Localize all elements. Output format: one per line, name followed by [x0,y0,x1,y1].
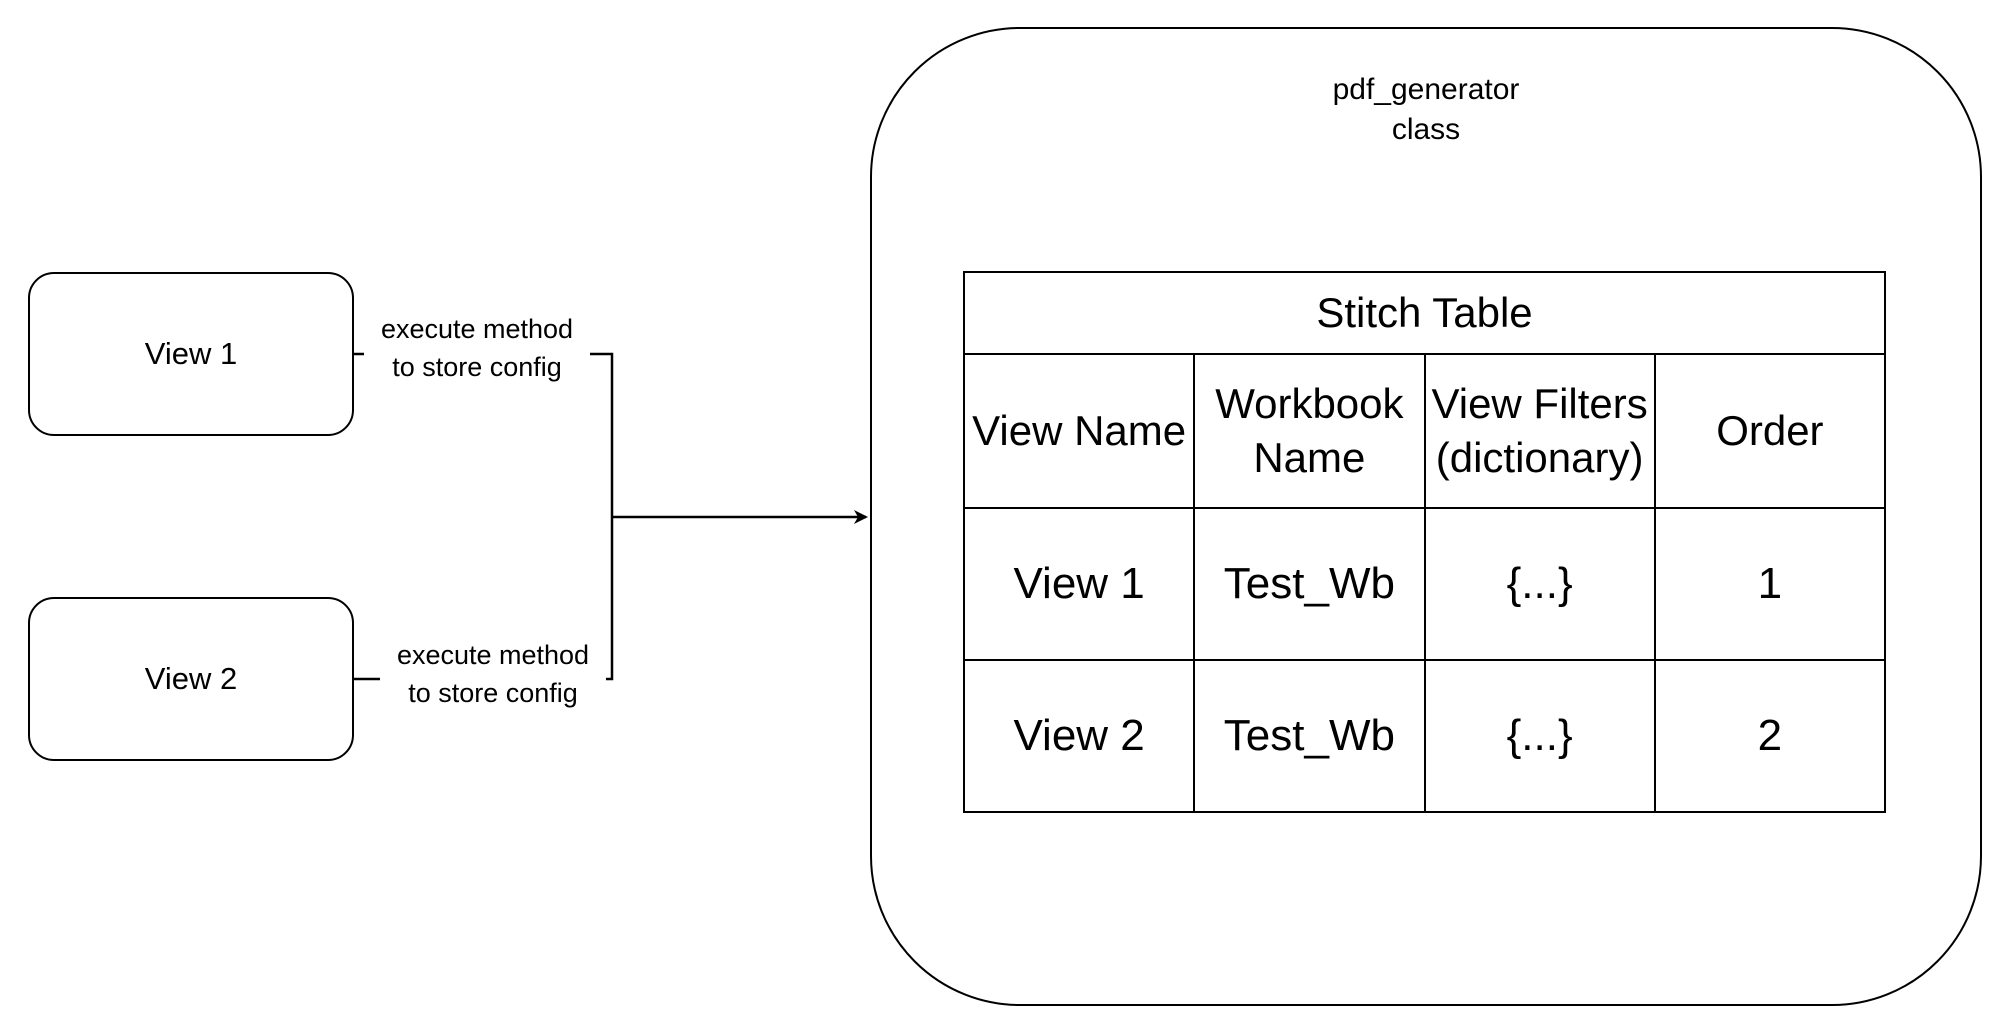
column-header-view-name-line1: View Name [972,407,1187,454]
class-title-line2: class [1391,113,1461,146]
column-header-workbook-name-line2: Name [1253,434,1366,481]
table-cell-view-filters: {...} [1423,507,1656,661]
column-header-view-filters-line1: View Filters [1431,380,1648,427]
class-title: pdf_generator class [1226,70,1626,150]
column-header-workbook-name-line1: Workbook [1215,380,1404,427]
table-header-row: View Name Workbook Name View Filters (di… [962,353,1887,509]
table-cell-order: 2 [1653,659,1887,813]
table-cell-order: 1 [1653,507,1887,661]
column-header-order: Order [1653,353,1887,509]
table-cell-view-name: View 2 [962,659,1196,813]
table-row: View 1 Test_Wb {...} 1 [962,507,1887,661]
edge-label-view1-line2: to store config [392,352,562,382]
view2-label: View 2 [144,661,238,696]
table-title-row: Stitch Table [963,271,1886,355]
edge-label-view2-line2: to store config [408,678,578,708]
table-cell-view-filters: {...} [1423,659,1656,813]
edge-label-view2: execute method to store config [380,636,606,712]
table-row: View 2 Test_Wb {...} 2 [962,659,1887,813]
stitch-table: Stitch Table View Name Workbook Name Vie… [962,271,1887,813]
column-header-view-filters: View Filters (dictionary) [1423,353,1656,509]
edge-label-view2-line1: execute method [396,640,590,670]
edge-label-view1: execute method to store config [364,310,590,386]
edge-label-view1-line1: execute method [380,314,574,344]
table-cell-workbook-name: Test_Wb [1193,659,1426,813]
column-header-view-filters-line2: (dictionary) [1435,434,1644,481]
class-title-line1: pdf_generator [1332,73,1520,106]
table-title: Stitch Table [963,271,1886,355]
view1-label: View 1 [144,336,238,371]
column-header-view-name: View Name [962,353,1196,509]
table-cell-view-name: View 1 [962,507,1196,661]
view2-node[interactable]: View 2 [28,597,354,761]
column-header-workbook-name: Workbook Name [1193,353,1426,509]
table-cell-workbook-name: Test_Wb [1193,507,1426,661]
column-header-order-line1: Order [1716,407,1824,454]
view1-node[interactable]: View 1 [28,272,354,436]
